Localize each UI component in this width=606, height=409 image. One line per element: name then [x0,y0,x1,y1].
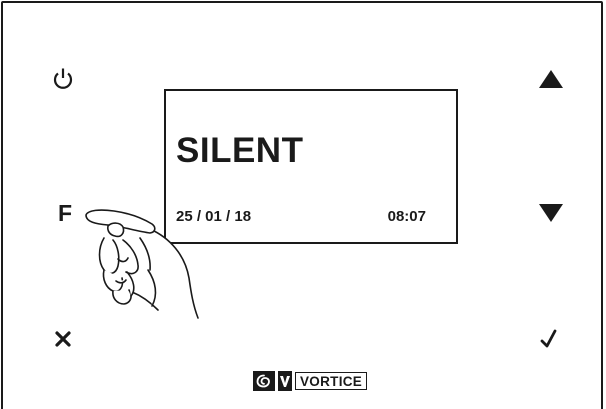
checkmark-icon [540,329,558,349]
lcd-display: SILENT 25 / 01 / 18 08:07 [164,89,458,244]
power-icon [52,67,74,91]
down-button[interactable] [534,196,568,230]
close-button[interactable] [46,322,80,356]
vortice-logo-icon [253,371,275,391]
time-readout: 08:07 [388,209,426,224]
brand-logo: VORTICE [253,370,367,392]
vortice-logo-v-icon [278,371,292,391]
date-readout: 25 / 01 / 18 [176,209,251,224]
power-button[interactable] [46,62,80,96]
brand-name: VORTICE [295,372,367,390]
mode-text: SILENT [176,133,303,168]
confirm-button[interactable] [532,322,566,356]
close-icon [54,330,72,348]
function-label: F [58,202,72,225]
triangle-up-icon [538,68,564,90]
function-button[interactable]: F [48,196,82,230]
triangle-down-icon [538,202,564,224]
up-button[interactable] [534,62,568,96]
